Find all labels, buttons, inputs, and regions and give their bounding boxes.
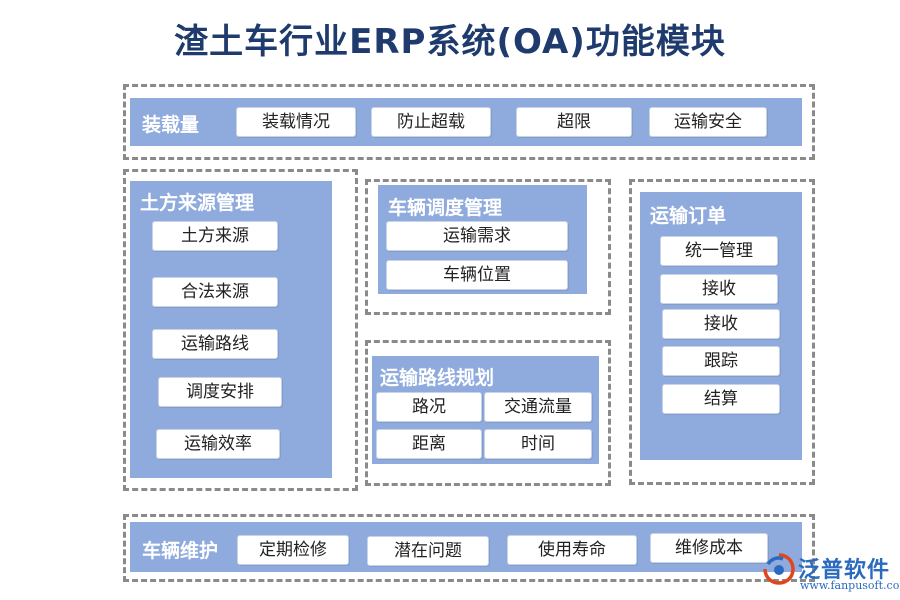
route-module-title: 运输路线规划 <box>380 367 495 389</box>
load-module-panel: 装载量 装载情况 防止超载 超限 运输安全 <box>130 98 802 146</box>
maintenance-item-regular-overhaul: 定期检修 <box>237 535 349 565</box>
maintenance-module-title: 车辆维护 <box>142 540 219 562</box>
earth-item-schedule: 调度安排 <box>158 377 282 407</box>
order-module-panel: 运输订单 统一管理 接收 接收 跟踪 结算 <box>640 192 802 460</box>
load-item-overload-prevention: 防止超载 <box>371 107 491 137</box>
route-item-traffic-flow: 交通流量 <box>484 392 592 422</box>
dispatch-module-panel: 车辆调度管理 运输需求 车辆位置 <box>378 185 587 294</box>
earth-module-panel: 土方来源管理 土方来源 合法来源 运输路线 调度安排 运输效率 <box>130 181 332 478</box>
maintenance-module-panel: 车辆维护 定期检修 潜在问题 使用寿命 维修成本 <box>130 522 802 572</box>
dispatch-item-vehicle-position: 车辆位置 <box>386 260 568 290</box>
order-item-settlement: 结算 <box>662 384 780 414</box>
order-item-tracking: 跟踪 <box>662 346 780 376</box>
route-module-panel: 运输路线规划 路况 交通流量 距离 时间 <box>372 356 599 464</box>
order-module-title: 运输订单 <box>650 205 727 227</box>
earth-module-title: 土方来源管理 <box>140 192 255 214</box>
maintenance-item-repair-cost: 维修成本 <box>650 533 768 563</box>
load-module-title: 装载量 <box>142 114 200 136</box>
order-item-receive-2: 接收 <box>662 309 780 339</box>
brand-name: 泛普软件 <box>798 558 891 583</box>
fanpu-logo-icon <box>763 553 795 585</box>
page-title: 渣土车行业ERP系统(OA)功能模块 <box>174 22 726 62</box>
earth-item-legal-source: 合法来源 <box>152 277 278 307</box>
maintenance-item-service-life: 使用寿命 <box>507 535 637 565</box>
earth-item-efficiency: 运输效率 <box>156 429 280 459</box>
dispatch-item-demand: 运输需求 <box>386 221 568 251</box>
route-item-distance: 距离 <box>376 429 482 459</box>
order-item-receive-1: 接收 <box>660 274 778 304</box>
brand-logo: 泛普软件 www.fanpusoft.com <box>758 548 900 598</box>
load-item-overlimit: 超限 <box>516 107 632 137</box>
order-item-unified-management: 统一管理 <box>660 236 778 266</box>
earth-item-source: 土方来源 <box>152 221 278 251</box>
route-item-road-condition: 路况 <box>376 392 482 422</box>
earth-item-route: 运输路线 <box>152 329 278 359</box>
dispatch-module-title: 车辆调度管理 <box>388 197 503 219</box>
load-item-transport-safety: 运输安全 <box>649 107 767 137</box>
route-item-time: 时间 <box>484 429 592 459</box>
brand-url: www.fanpusoft.com <box>800 579 900 592</box>
maintenance-item-potential-issues: 潜在问题 <box>367 536 489 566</box>
load-item-loading-status: 装载情况 <box>236 107 356 137</box>
